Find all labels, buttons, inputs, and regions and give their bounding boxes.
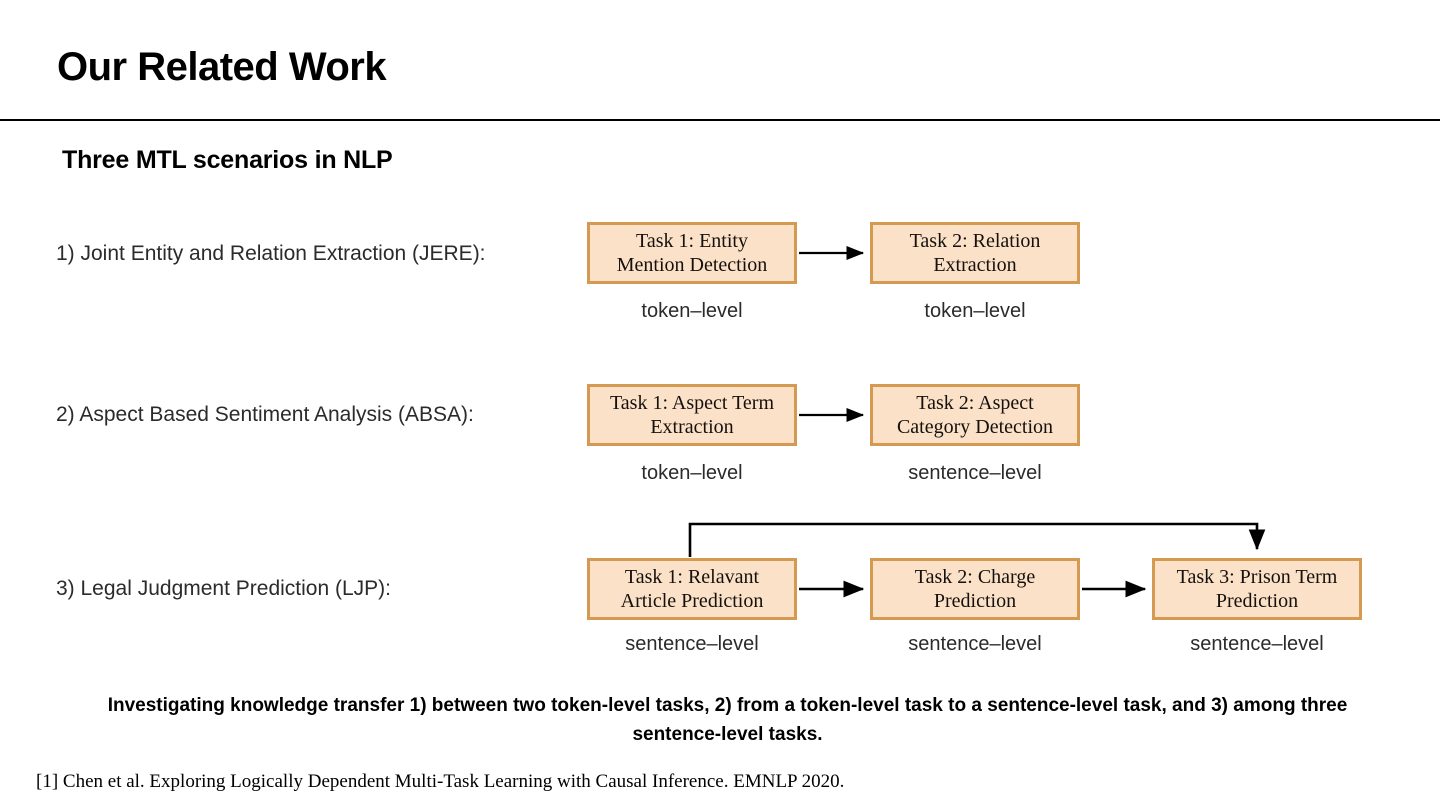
task-box-text: Task 2: Relation Extraction	[910, 229, 1041, 278]
page-title: Our Related Work	[57, 45, 387, 89]
arrow-ljp-1-to-3-bypass	[688, 522, 1266, 557]
task-box-text: Task 1: Aspect Term Extraction	[610, 391, 774, 440]
level-label-absa-2: sentence–level	[908, 462, 1042, 484]
task-line-1: Task 1: Aspect Term	[609, 391, 775, 414]
task-line-2: Extraction	[650, 416, 734, 438]
task-line-2: Mention Detection	[616, 254, 768, 276]
reference-footnote: [1] Chen et al. Exploring Logically Depe…	[36, 771, 845, 792]
task-line-1: Task 1: Entity	[636, 229, 748, 252]
task-box-text: Task 2: Aspect Category Detection	[897, 391, 1053, 440]
task-box-ljp-1[interactable]: Task 1: Relavant Article Prediction	[587, 558, 797, 620]
scenario-label-absa: 2) Aspect Based Sentiment Analysis (ABSA…	[56, 403, 474, 426]
task-line-2: Extraction	[933, 254, 1017, 276]
caption-line-1: Investigating knowledge transfer 1) betw…	[107, 695, 1119, 716]
level-label-ljp-1: sentence–level	[625, 633, 759, 655]
level-label-jere-1: token–level	[641, 300, 743, 322]
scenario-label-jere: 1) Joint Entity and Relation Extraction …	[56, 242, 486, 265]
task-box-absa-2[interactable]: Task 2: Aspect Category Detection	[870, 384, 1080, 446]
summary-caption: Investigating knowledge transfer 1) betw…	[100, 692, 1355, 750]
task-box-text: Task 1: Relavant Article Prediction	[621, 565, 764, 614]
task-box-absa-1[interactable]: Task 1: Aspect Term Extraction	[587, 384, 797, 446]
task-box-jere-2[interactable]: Task 2: Relation Extraction	[870, 222, 1080, 284]
task-box-text: Task 1: Entity Mention Detection	[617, 229, 768, 278]
task-line-2: Article Prediction	[620, 590, 764, 612]
task-box-ljp-3[interactable]: Task 3: Prison Term Prediction	[1152, 558, 1362, 620]
task-line-1: Task 2: Charge	[914, 565, 1036, 588]
level-label-ljp-3: sentence–level	[1190, 633, 1324, 655]
level-label-ljp-2: sentence–level	[908, 633, 1042, 655]
task-line-2: Category Detection	[896, 416, 1054, 438]
task-line-2: Prediction	[933, 590, 1017, 612]
level-label-jere-2: token–level	[924, 300, 1026, 322]
caption-line-2: task, and 3) among three sentence-level …	[632, 695, 1348, 745]
task-line-1: Task 2: Aspect	[916, 391, 1034, 414]
task-line-1: Task 1: Relavant	[624, 565, 760, 588]
title-divider	[0, 119, 1440, 121]
section-subtitle: Three MTL scenarios in NLP	[62, 146, 393, 174]
task-box-text: Task 2: Charge Prediction	[915, 565, 1035, 614]
task-box-text: Task 3: Prison Term Prediction	[1177, 565, 1338, 614]
scenario-label-ljp: 3) Legal Judgment Prediction (LJP):	[56, 577, 392, 600]
task-line-2: Prediction	[1215, 590, 1299, 612]
task-line-1: Task 3: Prison Term	[1176, 565, 1338, 588]
task-line-1: Task 2: Relation	[909, 229, 1041, 252]
task-box-jere-1[interactable]: Task 1: Entity Mention Detection	[587, 222, 797, 284]
task-box-ljp-2[interactable]: Task 2: Charge Prediction	[870, 558, 1080, 620]
level-label-absa-1: token–level	[641, 462, 743, 484]
